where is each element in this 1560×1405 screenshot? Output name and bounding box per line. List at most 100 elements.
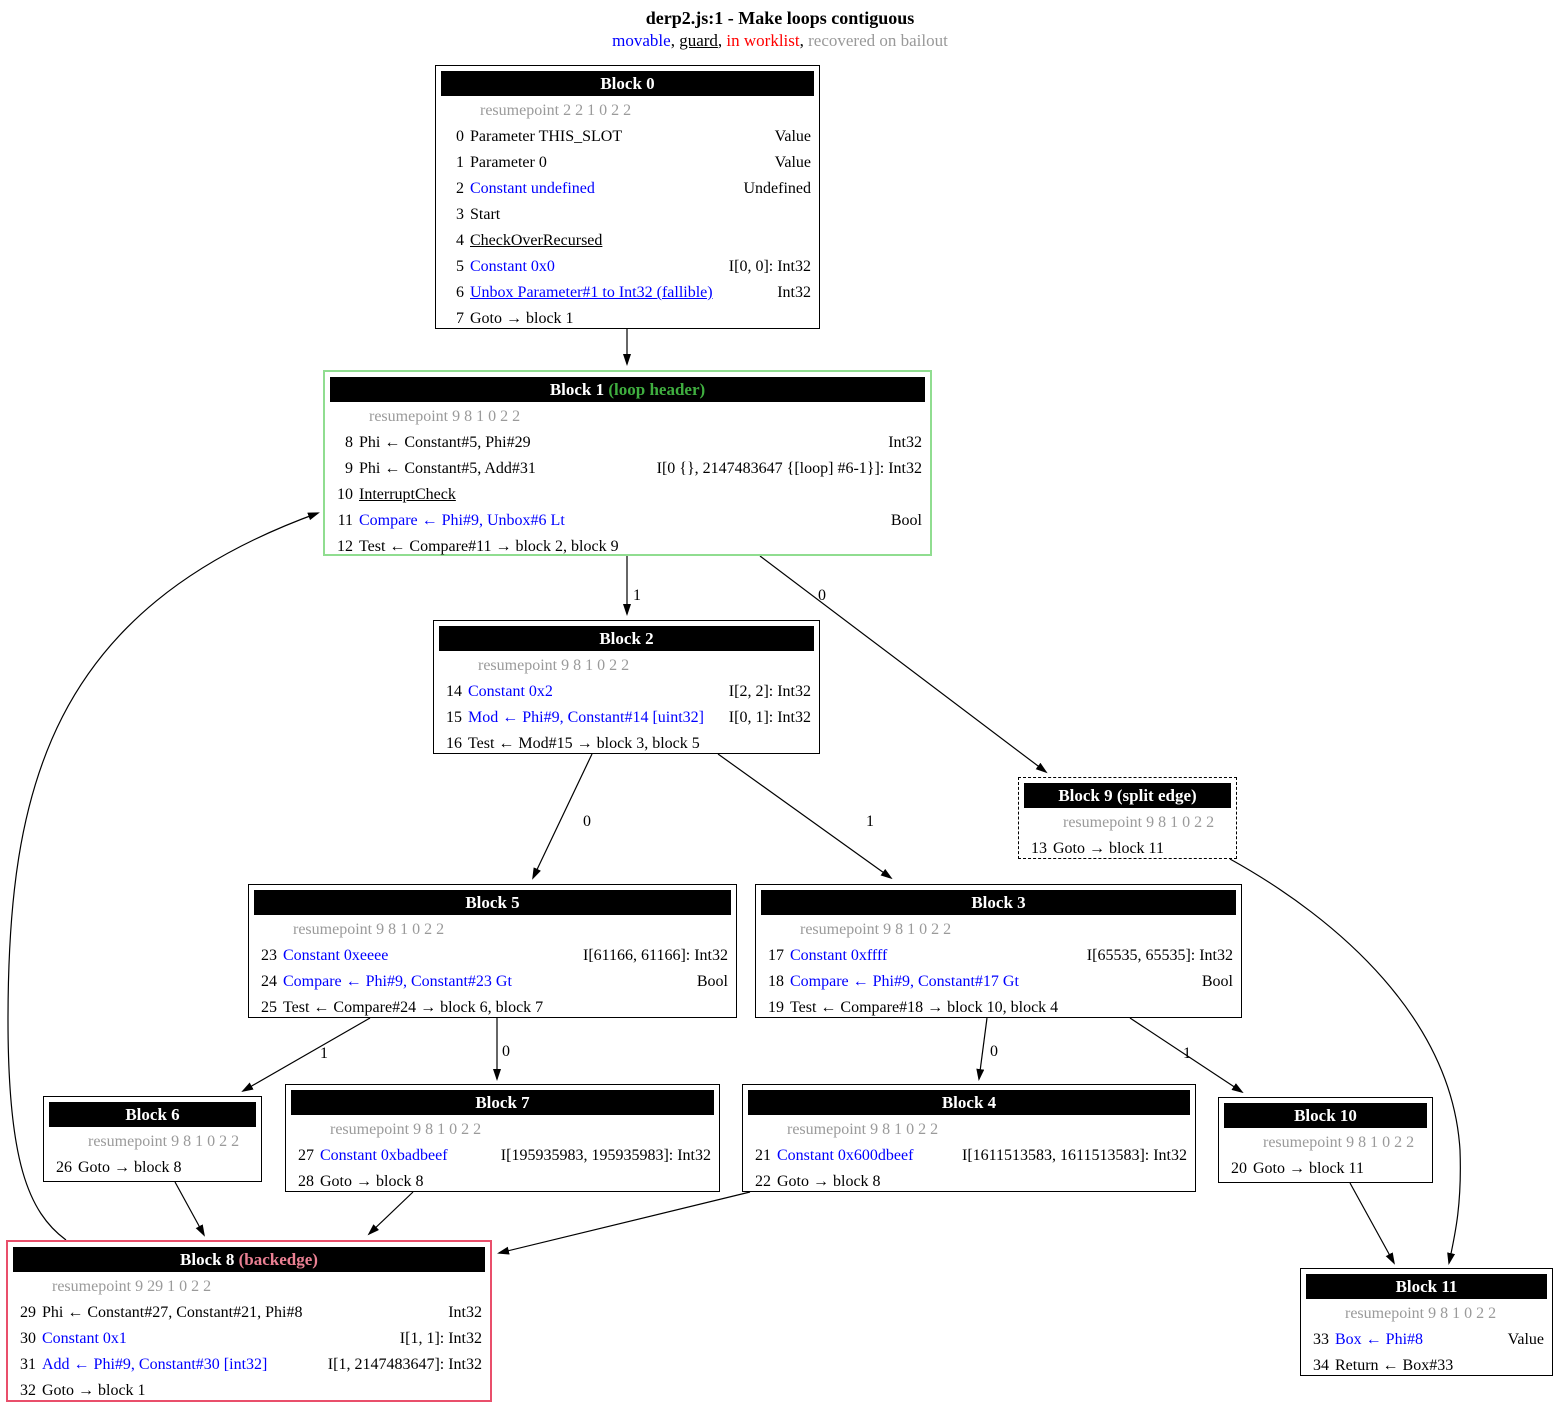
block-6-title: Block 6	[125, 1105, 180, 1124]
instruction-type: I[61166, 61166]: Int32	[582, 947, 728, 964]
instruction-type: Bool	[890, 512, 922, 529]
block-8: Block 8 (backedge)resumepoint 9 29 1 0 2…	[6, 1240, 492, 1402]
block-2-header: Block 2	[439, 626, 814, 651]
instruction-type: Bool	[1201, 973, 1233, 990]
instruction-text: Compare ← Phi#9, Constant#17 Gt	[790, 973, 1019, 990]
instruction-text: Constant undefined	[470, 180, 595, 197]
instruction-text: Test ← Compare#24 → block 6, block 7	[283, 999, 544, 1016]
instruction-type: Undefined	[743, 180, 811, 197]
block-10-header: Block 10	[1224, 1103, 1427, 1128]
instruction-text: Test ← Mod#15 → block 3, block 5	[468, 735, 700, 752]
instruction-number: 0	[456, 128, 464, 145]
block-1-title: Block 1	[549, 380, 605, 399]
block-7-header: Block 7	[291, 1090, 714, 1115]
instruction-text: Return ← Box#33	[1335, 1357, 1454, 1374]
block-4-instruction-22: 22 Goto → block 8	[743, 1169, 1195, 1195]
edge-block2-block5-label: 0	[583, 813, 591, 830]
instruction-text: Goto → block 1	[470, 310, 574, 327]
instruction-text: Goto → block 11	[1253, 1160, 1364, 1177]
block-11-title: Block 11	[1395, 1277, 1458, 1296]
legend-separator: ,	[717, 31, 727, 50]
instruction-number: 19	[768, 999, 784, 1016]
instruction-text: Goto → block 8	[777, 1173, 881, 1190]
instruction-number: 6	[456, 284, 464, 301]
block-0-header: Block 0	[441, 71, 814, 96]
edge-block2-block3-label: 1	[866, 813, 874, 830]
block-4-title: Block 4	[941, 1093, 997, 1112]
edge-block1-block9-label: 0	[818, 587, 826, 604]
instruction-type: Int32	[448, 1304, 482, 1321]
instruction-text: Start	[470, 206, 501, 223]
instruction-number: 17	[768, 947, 784, 964]
instruction-number: 25	[261, 999, 277, 1016]
edge-block2-block5	[532, 753, 593, 880]
block-10-title: Block 10	[1294, 1106, 1357, 1125]
instruction-text: InterruptCheck	[359, 486, 456, 503]
block-11-instruction-34: 34 Return ← Box#33	[1301, 1353, 1552, 1379]
block-3-title: Block 3	[971, 893, 1026, 912]
block-9: Block 9 (split edge)resumepoint 9 8 1 0 …	[1018, 777, 1237, 859]
instruction-text: Box ← Phi#8	[1335, 1331, 1424, 1348]
block-11-resumepoint: resumepoint 9 8 1 0 2 2	[1345, 1305, 1497, 1322]
legend-in-worklist: in worklist	[726, 31, 800, 50]
block-3-instruction-19: 19 Test ← Compare#18 → block 10, block 4	[756, 995, 1241, 1021]
instruction-type: I[2, 2]: Int32	[728, 683, 811, 700]
instruction-text: Parameter THIS_SLOT	[470, 128, 623, 145]
block-8-title: Block 8	[180, 1250, 235, 1269]
block-6-resumepoint: resumepoint 9 8 1 0 2 2	[88, 1133, 240, 1150]
instruction-type: Int32	[777, 284, 811, 301]
instruction-text: Constant 0xeeee	[283, 947, 389, 964]
block-7-resumepoint: resumepoint 9 8 1 0 2 2	[330, 1121, 482, 1138]
instruction-text: Test ← Compare#18 → block 10, block 4	[790, 999, 1059, 1016]
instruction-number: 3	[456, 206, 464, 223]
instruction-number: 34	[1313, 1357, 1329, 1374]
block-11-header: Block 11	[1306, 1274, 1547, 1299]
instruction-number: 15	[446, 709, 462, 726]
legend: movable, guard, in worklist, recovered o…	[0, 31, 1560, 51]
instruction-type: I[1, 1]: Int32	[399, 1330, 482, 1347]
instruction-number: 4	[456, 232, 464, 249]
instruction-text: Parameter 0	[470, 154, 547, 171]
instruction-text: Constant 0x2	[468, 683, 553, 700]
graph-title: derp2.js:1 - Make loops contiguous	[645, 8, 915, 28]
instruction-number: 12	[337, 538, 353, 555]
legend-separator: ,	[799, 31, 809, 50]
instruction-text: Add ← Phi#9, Constant#30 [int32]	[42, 1356, 268, 1373]
instruction-text: Phi ← Constant#27, Constant#21, Phi#8	[42, 1304, 303, 1321]
block-1-resumepoint: resumepoint 9 8 1 0 2 2	[369, 408, 521, 425]
block-9-header: Block 9 (split edge)	[1024, 783, 1231, 808]
instruction-number: 26	[56, 1159, 72, 1176]
instruction-text: Compare ← Phi#9, Constant#23 Gt	[283, 973, 512, 990]
block-2-instruction-16: 16 Test ← Mod#15 → block 3, block 5	[434, 731, 819, 757]
instruction-number: 22	[755, 1173, 771, 1190]
block-8-suffix: (backedge)	[234, 1250, 318, 1269]
instruction-type: I[65535, 65535]: Int32	[1086, 947, 1233, 964]
instruction-text: Compare ← Phi#9, Unbox#6 Lt	[359, 512, 565, 529]
block-10-resumepoint: resumepoint 9 8 1 0 2 2	[1263, 1134, 1415, 1151]
block-5-instruction-25: 25 Test ← Compare#24 → block 6, block 7	[249, 995, 736, 1021]
block-1: Block 1 (loop header)resumepoint 9 8 1 0…	[323, 370, 932, 556]
instruction-number: 16	[446, 735, 462, 752]
instruction-number: 1	[456, 154, 464, 171]
instruction-number: 27	[298, 1147, 314, 1164]
